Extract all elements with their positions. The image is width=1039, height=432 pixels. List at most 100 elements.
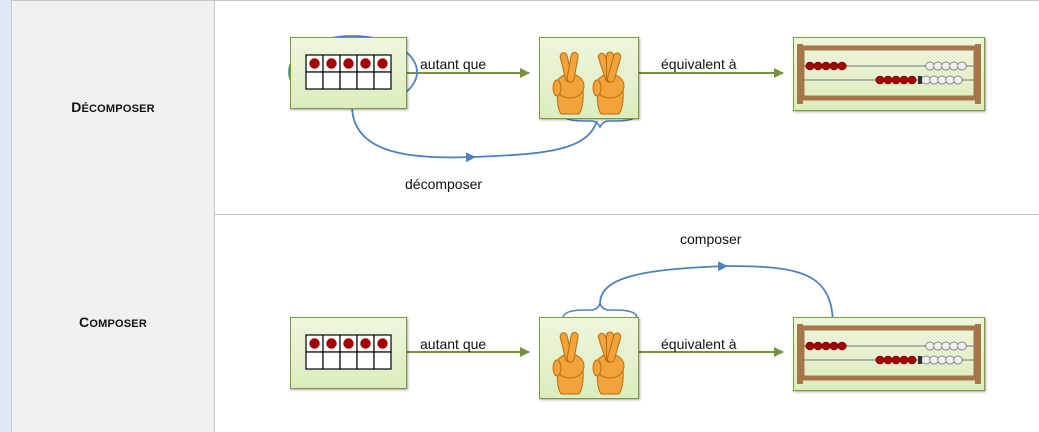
diagram-table: DÉCOMPOSER (11, 0, 1039, 432)
counter-dot (309, 58, 320, 69)
abacus-bead-white (921, 75, 931, 85)
abacus-bead-white (933, 61, 943, 71)
abacus-frame (799, 325, 979, 381)
left-margin-strip (0, 0, 11, 432)
box-hands-2 (539, 317, 639, 399)
row-decomposer: DÉCOMPOSER (12, 0, 1039, 215)
row-label-decomposer: DÉCOMPOSER (71, 98, 155, 115)
curve-label-composer: composer (680, 231, 742, 247)
abacus-bead-red (907, 75, 917, 85)
abacus-bead-white (937, 355, 947, 365)
counter-dot (360, 338, 371, 349)
abacus-icon (797, 324, 981, 384)
abacus-bead-white (945, 75, 955, 85)
abacus-bead-red (883, 355, 893, 365)
abacus-bead-white (941, 341, 951, 351)
abacus-bead-white (949, 61, 959, 71)
box-ten-frame-2 (290, 317, 407, 389)
abacus-bead-red (891, 75, 901, 85)
counter-dot (326, 58, 337, 69)
edge-label-autant-que-2: autant que (420, 336, 487, 352)
abacus-bead-red (805, 341, 815, 351)
abacus-bead-red (837, 61, 847, 71)
abacus-bead-white (933, 341, 943, 351)
hand-three-fingers-icon (592, 331, 625, 395)
curve-composer-right (726, 265, 834, 333)
box-hands (539, 37, 639, 119)
counter-dot (343, 338, 354, 349)
ten-frame-cell (305, 71, 324, 90)
abacus-bead-red (813, 341, 823, 351)
hand-three-fingers-icon (592, 51, 625, 115)
abacus-bead-red (821, 341, 831, 351)
brace-under-hands (562, 113, 638, 129)
abacus-bead-red (837, 341, 847, 351)
counter-dot (326, 338, 337, 349)
abacus-bead-red (821, 61, 831, 71)
abacus-bead-white (921, 355, 931, 365)
ten-frame-cell (339, 71, 358, 90)
curve-label-decomposer: décomposer (405, 176, 483, 192)
content-cell-composer: autant que équivalent à composer (215, 214, 1039, 432)
abacus-bead-red (813, 61, 823, 71)
curve-composer-left (599, 261, 728, 305)
abacus-bead-white (929, 75, 939, 85)
label-cell-decomposer: DÉCOMPOSER (12, 1, 215, 214)
abacus-bead-white (953, 355, 963, 365)
abacus-bead-white (925, 61, 935, 71)
hand-two-fingers-icon (552, 51, 625, 115)
abacus-icon (797, 44, 981, 104)
curve-decomposer-left (351, 102, 476, 163)
edge-label-equivalent-2: équivalent à (661, 336, 737, 352)
edge-label-autant-que: autant que (420, 56, 487, 72)
box-ten-frame (290, 37, 407, 109)
abacus-bead-red (883, 75, 893, 85)
abacus-bead-red (899, 355, 909, 365)
curve-decomposer-right (474, 120, 598, 158)
counter-dot (377, 338, 388, 349)
abacus-bead-white (945, 355, 955, 365)
abacus-bead-white (957, 61, 967, 71)
abacus-bead-red (875, 75, 885, 85)
ten-frame-cell (373, 71, 392, 90)
abacus-bead-red (875, 355, 885, 365)
ten-frame-icon (305, 334, 392, 370)
abacus-bead-red (829, 61, 839, 71)
ten-frame-cell (305, 351, 324, 370)
label-cell-composer: COMPOSER (12, 214, 215, 432)
abacus-bead-white (929, 355, 939, 365)
box-abacus-2 (793, 317, 985, 391)
brace-over-hands (562, 302, 638, 319)
abacus-bead-red (829, 341, 839, 351)
abacus-bead-white (941, 61, 951, 71)
hand-two-fingers-icon (552, 331, 585, 395)
content-cell-decomposer: autant que équivalent à décomposer (215, 1, 1039, 214)
ten-frame-icon (305, 54, 392, 90)
ten-frame-cell (322, 351, 341, 370)
counter-dot (343, 58, 354, 69)
abacus-bead-red (805, 61, 815, 71)
ten-frame-cell (356, 71, 375, 90)
row-composer: COMPOSER (12, 214, 1039, 432)
counter-dot (360, 58, 371, 69)
box-abacus (793, 37, 985, 111)
abacus-bead-red (891, 355, 901, 365)
hand-three-fingers-icon (552, 331, 625, 395)
abacus-bead-white (937, 75, 947, 85)
ten-frame-cell (373, 351, 392, 370)
abacus-bead-white (925, 341, 935, 351)
edge-label-equivalent: équivalent à (661, 56, 737, 72)
counter-dot (377, 58, 388, 69)
ten-frame-cell (356, 351, 375, 370)
counter-dot (309, 338, 320, 349)
abacus-frame (799, 45, 979, 101)
abacus-bead-red (899, 75, 909, 85)
abacus-bead-white (953, 75, 963, 85)
ten-frame-cell (322, 71, 341, 90)
abacus-bead-white (957, 341, 967, 351)
row-label-composer: COMPOSER (79, 314, 147, 330)
hand-two-fingers-icon (552, 51, 585, 115)
ten-frame-cell (339, 351, 358, 370)
abacus-bead-red (907, 355, 917, 365)
abacus-bead-white (949, 341, 959, 351)
